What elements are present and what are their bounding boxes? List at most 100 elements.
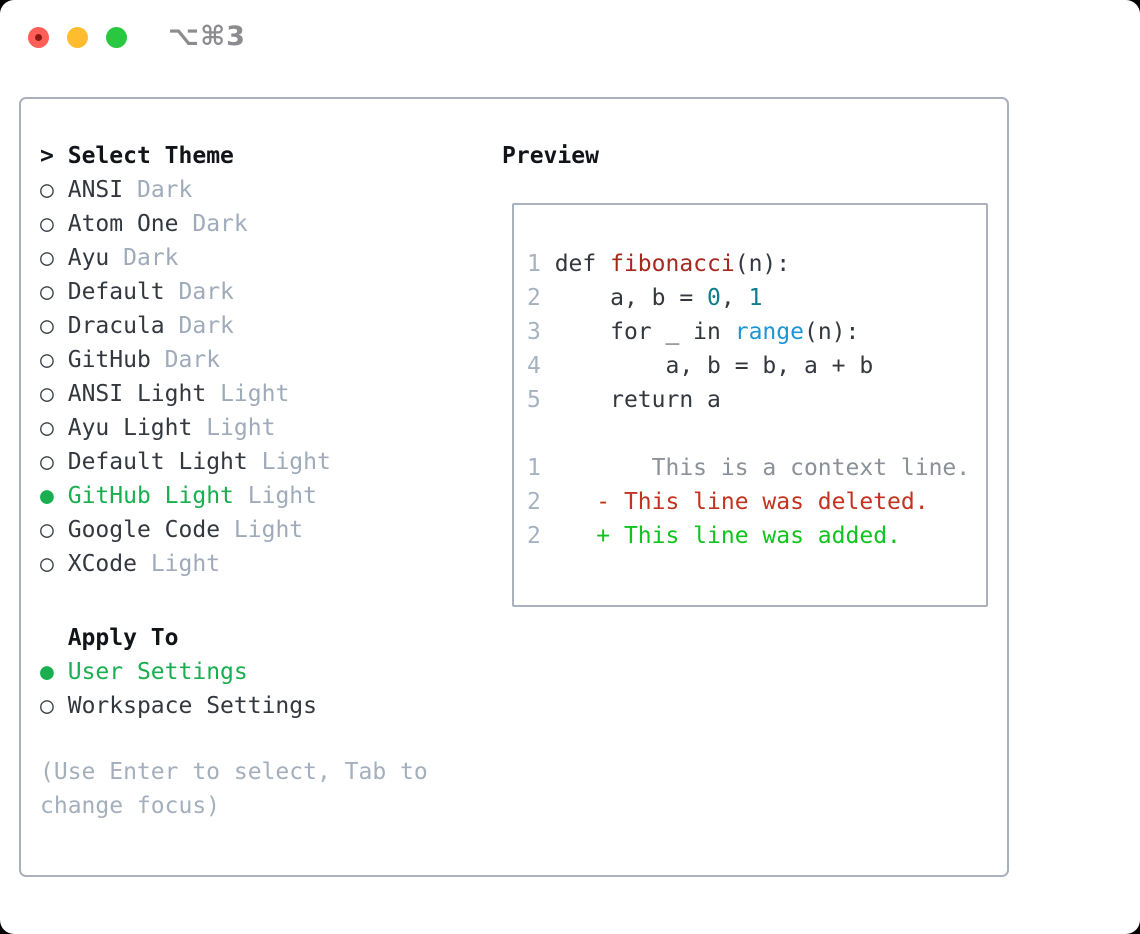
radio-unselected-icon: ○ bbox=[40, 517, 54, 543]
item-variant-tag: Light bbox=[261, 449, 331, 475]
code-token-code: def bbox=[554, 251, 611, 277]
item-label: Ayu bbox=[67, 245, 110, 271]
theme-list: > Select Theme ○ ANSI Dark○ Atom One Dar… bbox=[40, 139, 331, 581]
item-variant-tag: Light bbox=[220, 381, 290, 407]
item-label: User Settings bbox=[67, 659, 248, 685]
close-icon[interactable] bbox=[28, 27, 49, 48]
theme-list-title: Select Theme bbox=[67, 143, 234, 169]
radio-unselected-icon: ○ bbox=[40, 279, 54, 305]
theme-item[interactable]: ○ Google Code Light bbox=[40, 513, 331, 547]
code-line: 2 - This line was deleted. bbox=[527, 485, 986, 519]
line-number: 3 bbox=[527, 319, 555, 345]
code-line: 5 return a bbox=[527, 383, 986, 417]
code-token-deleted: - This line was deleted. bbox=[554, 489, 929, 515]
code-token-code: for _ in bbox=[554, 319, 735, 345]
theme-item[interactable]: ○ Default Light Light bbox=[40, 445, 331, 479]
code-line: 2 + This line was added. bbox=[527, 519, 986, 553]
apply-to-option[interactable]: ● User Settings bbox=[40, 655, 317, 689]
radio-unselected-icon: ○ bbox=[40, 415, 54, 441]
line-number: 1 bbox=[527, 455, 555, 481]
code-token-added: + This line was added. bbox=[554, 523, 901, 549]
item-variant-tag: Light bbox=[206, 415, 276, 441]
item-variant-tag: Light bbox=[150, 551, 221, 577]
theme-item[interactable]: ○ XCode Light bbox=[40, 547, 331, 581]
item-label: Ayu Light bbox=[67, 415, 193, 441]
item-label: Default bbox=[67, 279, 165, 305]
line-number: 2 bbox=[527, 523, 555, 549]
code-token-code: return a bbox=[554, 387, 721, 413]
code-token-code: (n): bbox=[734, 251, 791, 277]
minimize-icon[interactable] bbox=[67, 27, 88, 48]
item-label: ANSI Light bbox=[67, 381, 207, 407]
item-label: Default Light bbox=[67, 449, 248, 475]
theme-item[interactable]: ○ Dracula Dark bbox=[40, 309, 331, 343]
radio-unselected-icon: ○ bbox=[40, 449, 54, 475]
item-variant-tag: Dark bbox=[178, 313, 234, 339]
item-variant-tag: Dark bbox=[123, 245, 179, 271]
radio-unselected-icon: ○ bbox=[40, 177, 54, 203]
radio-unselected-icon: ○ bbox=[40, 313, 54, 339]
item-variant-tag: Dark bbox=[178, 279, 234, 305]
line-number: 1 bbox=[527, 251, 555, 277]
item-label: Atom One bbox=[67, 211, 179, 237]
code-line: 3 for _ in range(n): bbox=[527, 315, 986, 349]
item-label: GitHub bbox=[67, 347, 151, 373]
preview-title: Preview bbox=[502, 143, 599, 169]
code-line bbox=[527, 417, 986, 451]
theme-item[interactable]: ● GitHub Light Light bbox=[40, 479, 331, 513]
radio-unselected-icon: ○ bbox=[40, 381, 54, 407]
theme-item[interactable]: ○ GitHub Dark bbox=[40, 343, 331, 377]
code-token-code: a, b = b, a + b bbox=[554, 353, 874, 379]
item-variant-tag: Dark bbox=[136, 177, 193, 203]
code-token-code: a, b = bbox=[554, 285, 708, 311]
item-variant-tag: Light bbox=[247, 483, 317, 509]
line-number: 5 bbox=[527, 387, 555, 413]
line-number bbox=[527, 421, 541, 447]
line-number: 2 bbox=[527, 489, 555, 515]
code-line: 1 def fibonacci(n): bbox=[527, 247, 986, 281]
code-line: 4 a, b = b, a + b bbox=[527, 349, 986, 383]
item-label: Workspace Settings bbox=[67, 693, 317, 719]
close-dot-icon bbox=[35, 34, 42, 41]
code-token-num: 0 bbox=[707, 285, 721, 311]
line-number: 4 bbox=[527, 353, 555, 379]
code-token-code: , bbox=[720, 285, 749, 311]
theme-item[interactable]: ○ ANSI Light Light bbox=[40, 377, 331, 411]
radio-unselected-icon: ○ bbox=[40, 211, 54, 237]
code-token-func: fibonacci bbox=[610, 251, 735, 277]
theme-item[interactable]: ○ Default Dark bbox=[40, 275, 331, 309]
theme-list-header: > Select Theme bbox=[40, 139, 331, 173]
item-label: Google Code bbox=[67, 517, 221, 543]
code-line: 2 a, b = 0, 1 bbox=[527, 281, 986, 315]
item-label: Dracula bbox=[67, 313, 165, 339]
title-bar: ⌥⌘3 bbox=[0, 0, 1140, 75]
line-number: 2 bbox=[527, 285, 555, 311]
item-label: XCode bbox=[67, 551, 137, 577]
item-label: ANSI bbox=[67, 177, 124, 203]
code-token-num: 1 bbox=[748, 285, 763, 311]
theme-item[interactable]: ○ Atom One Dark bbox=[40, 207, 331, 241]
radio-selected-icon: ● bbox=[40, 483, 54, 509]
keyboard-hint: (Use Enter to select, Tab to change focu… bbox=[40, 759, 428, 819]
radio-unselected-icon: ○ bbox=[40, 693, 54, 719]
code-token-code: (n): bbox=[803, 319, 860, 345]
code-line: 1 This is a context line. bbox=[527, 451, 986, 485]
apply-to-title: Apply To bbox=[67, 625, 179, 651]
radio-unselected-icon: ○ bbox=[40, 347, 54, 373]
theme-item[interactable]: ○ Ayu Dark bbox=[40, 241, 331, 275]
code-token-builtin: range bbox=[734, 319, 804, 345]
radio-unselected-icon: ○ bbox=[40, 245, 54, 271]
apply-to-option[interactable]: ○ Workspace Settings bbox=[40, 689, 317, 723]
theme-item[interactable]: ○ Ayu Light Light bbox=[40, 411, 331, 445]
item-variant-tag: Dark bbox=[192, 211, 248, 237]
radio-selected-icon: ● bbox=[40, 659, 54, 685]
item-label: GitHub Light bbox=[67, 483, 234, 509]
prompt-icon: > bbox=[40, 143, 54, 169]
code-token-context: This is a context line. bbox=[554, 455, 971, 481]
zoom-icon[interactable] bbox=[106, 27, 127, 48]
theme-item[interactable]: ○ ANSI Dark bbox=[40, 173, 331, 207]
radio-unselected-icon: ○ bbox=[40, 551, 54, 577]
apply-to-header: Apply To bbox=[40, 621, 317, 655]
